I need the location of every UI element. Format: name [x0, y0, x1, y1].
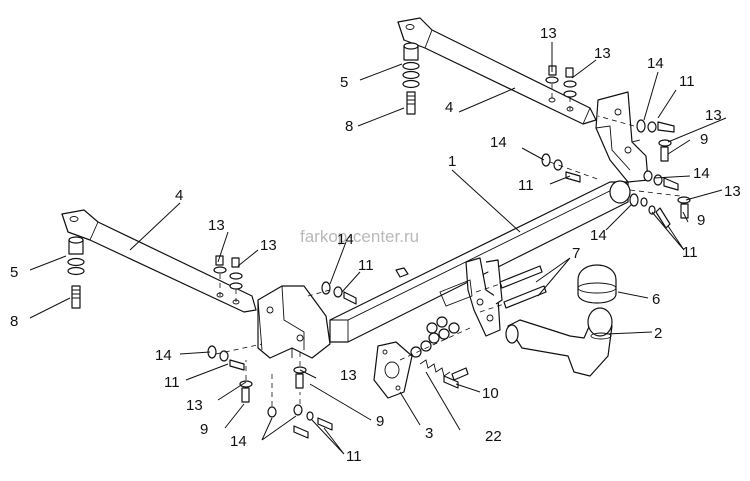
hitch-bracket — [439, 257, 503, 337]
callout-3: 3 — [425, 425, 433, 442]
callout-4-right: 4 — [445, 99, 453, 116]
callout-11-d: 11 — [518, 177, 534, 194]
left-bracket-bolts — [213, 255, 243, 302]
callout-13-b: 13 — [594, 45, 611, 62]
callout-4-left: 4 — [175, 187, 183, 204]
callout-13-h: 13 — [705, 107, 722, 124]
callout-11-a: 11 — [358, 257, 374, 274]
callout-10: 10 — [482, 385, 499, 402]
callout-9-d: 9 — [697, 212, 705, 229]
leader-lines — [29, 42, 727, 455]
ball-cover-part — [577, 264, 617, 304]
callout-14-d: 14 — [590, 227, 607, 244]
callout-13-f: 13 — [340, 367, 357, 384]
callout-5-right: 5 — [340, 74, 348, 91]
callout-13-c: 13 — [208, 217, 225, 234]
callout-13-a: 13 — [540, 25, 557, 42]
watermark-text: farkop-center.ru — [300, 227, 419, 246]
callout-2: 2 — [654, 325, 662, 342]
callout-14-a: 14 — [647, 55, 664, 72]
callout-11-b: 11 — [164, 374, 180, 391]
right-mount-plate — [595, 91, 649, 183]
callout-11-f: 11 — [346, 448, 362, 465]
callout-14-c: 14 — [693, 165, 710, 182]
callout-5-left: 5 — [10, 264, 18, 281]
left-spacer-stack — [67, 236, 85, 309]
socket-plate-part — [373, 341, 413, 399]
callout-9-c: 9 — [700, 131, 708, 148]
callout-14-b: 14 — [490, 134, 507, 151]
callout-13-d: 13 — [260, 237, 277, 254]
callout-6: 6 — [652, 291, 660, 308]
right-hardware — [541, 115, 691, 229]
left-mount-plate — [257, 285, 331, 359]
callout-8-left: 8 — [10, 313, 18, 330]
callout-13-e: 13 — [186, 397, 203, 414]
callout-numbers: 1 2 3 4 4 5 5 6 7 8 8 9 9 9 9 10 11 11 1… — [10, 25, 741, 465]
tow-ball-arm-part — [505, 307, 613, 377]
left-hardware — [207, 281, 459, 439]
callout-14-e: 14 — [337, 231, 354, 248]
callout-8-right: 8 — [345, 118, 353, 135]
callout-9-a: 9 — [200, 421, 208, 438]
callout-9-b: 9 — [376, 413, 384, 430]
callout-11-e: 11 — [682, 244, 698, 261]
spring-and-washers — [399, 316, 471, 381]
left-bracket-part — [61, 209, 257, 313]
callout-13-g: 13 — [724, 183, 741, 200]
callout-14-f: 14 — [155, 347, 172, 364]
beam-nut — [395, 267, 409, 278]
pin-bolts — [475, 265, 547, 313]
callout-22: 22 — [485, 428, 502, 445]
callout-11-c: 11 — [679, 73, 695, 90]
callout-1: 1 — [448, 153, 456, 170]
right-spacer-stack — [402, 42, 420, 115]
callout-14-g: 14 — [230, 433, 247, 450]
callout-7: 7 — [572, 245, 580, 262]
